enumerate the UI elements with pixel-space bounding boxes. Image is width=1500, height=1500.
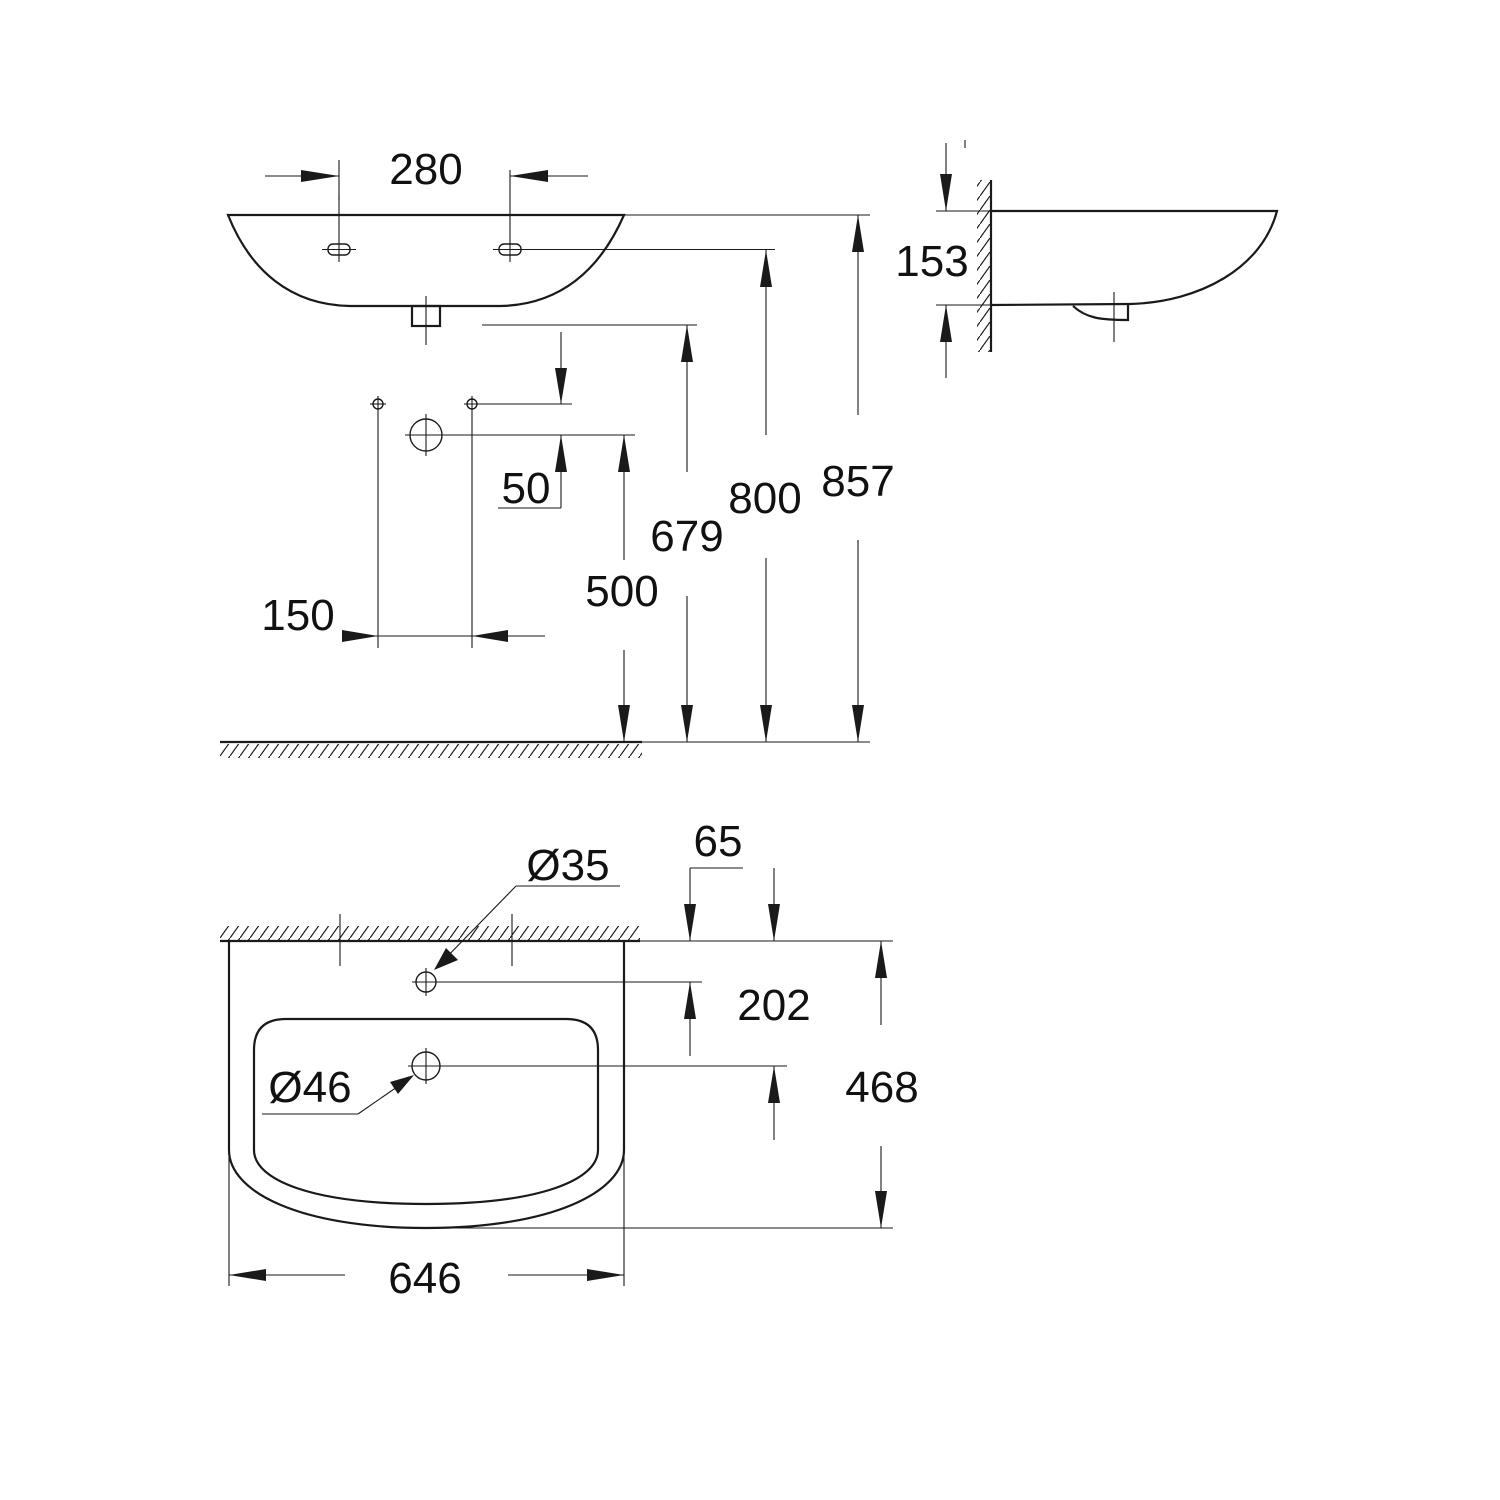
dim-280: 280	[265, 145, 588, 194]
dim-label-500: 500	[585, 567, 658, 616]
tap-hole-plan	[412, 968, 702, 996]
dim-202: 202	[684, 981, 811, 1140]
plan-wall	[220, 926, 893, 943]
dim-468: 468	[426, 941, 919, 1229]
dim-150: 150	[261, 591, 545, 642]
dim-679: 679	[650, 325, 724, 742]
dim-label-dia-46: Ø46	[268, 1063, 351, 1112]
dim-label-857: 857	[821, 457, 894, 506]
wall	[977, 180, 993, 352]
waste-hole-plan	[408, 1048, 787, 1084]
basin-bowl-outline	[252, 1017, 600, 1206]
dim-800: 800	[728, 250, 802, 742]
dim-label-150: 150	[261, 591, 334, 640]
dim-label-280: 280	[389, 145, 462, 194]
dim-50: 50	[498, 332, 567, 513]
dim-label-679: 679	[650, 512, 723, 561]
dim-label-50: 50	[502, 464, 551, 513]
dim-500: 500	[585, 435, 659, 742]
tap-hole-right	[493, 170, 775, 262]
side-view: 153	[895, 140, 1279, 378]
basin-side-outline	[990, 209, 1279, 307]
dim-label-65: 65	[694, 817, 743, 866]
dim-label-202: 202	[737, 981, 810, 1030]
front-view: 280 50	[220, 145, 895, 758]
dim-857: 857	[821, 215, 895, 742]
dim-dia-35: Ø35	[434, 841, 620, 970]
floor-line	[220, 740, 870, 758]
basin-front-outline	[226, 213, 626, 308]
dim-646: 646	[228, 1150, 625, 1303]
fixing-point-left	[370, 396, 386, 648]
dim-153: 153	[895, 140, 991, 378]
dim-65: 65	[684, 817, 780, 941]
waste-side	[1072, 304, 1130, 322]
dim-label-800: 800	[728, 474, 801, 523]
plan-view: Ø35 Ø46 65 202	[220, 817, 919, 1303]
fixing-point-right	[464, 396, 572, 648]
tap-hole-left	[322, 195, 356, 262]
dim-label-468: 468	[845, 1063, 918, 1112]
dim-dia-46: Ø46	[262, 1063, 414, 1115]
dim-label-646: 646	[388, 1254, 461, 1303]
dim-label-153: 153	[895, 237, 968, 286]
waste-point	[405, 414, 635, 456]
dim-label-dia-35: Ø35	[526, 841, 609, 890]
